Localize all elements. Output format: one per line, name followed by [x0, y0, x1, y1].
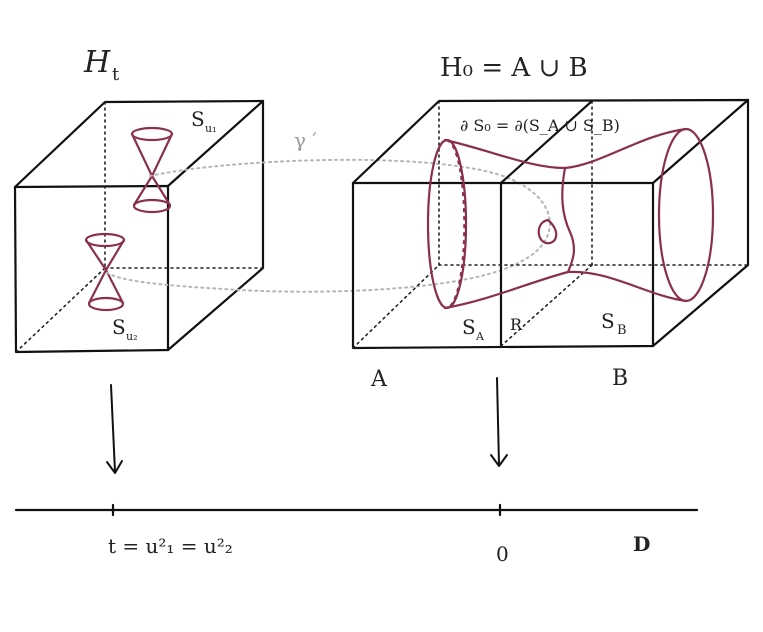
gamma-curve — [105, 158, 551, 293]
axis-label-t: t = u²₁ = u²₂ — [108, 534, 233, 558]
label-S-u2: S — [112, 315, 126, 339]
label-S-u1: S — [191, 107, 205, 131]
label-A: A — [370, 367, 388, 392]
light-cone-lower — [84, 232, 126, 312]
label-S-u2-sub: u₂ — [126, 330, 138, 343]
arrow-left — [106, 384, 123, 474]
label-SA: S — [462, 315, 476, 339]
gamma-label: γ ′ — [294, 128, 317, 152]
label-SB-sub: B — [617, 323, 627, 338]
left-title-sub: t — [112, 64, 120, 85]
axis-label-zero: 0 — [496, 542, 509, 566]
surface-SA-SB — [426, 127, 715, 310]
axis-label-D: D — [633, 532, 650, 556]
label-S-u1-sub: u₁ — [205, 122, 217, 135]
light-cone-upper — [130, 126, 174, 214]
label-R: R — [510, 315, 523, 334]
label-SB: S — [601, 309, 615, 333]
label-B: B — [612, 366, 628, 391]
left-title: H — [83, 45, 111, 80]
boundary-formula: ∂ S₀ = ∂(S_A ∪ S_B) — [460, 116, 620, 135]
label-SA-sub: A — [475, 330, 485, 343]
left-cube — [13, 99, 265, 354]
right-title: H₀ = A ∪ B — [440, 53, 588, 83]
arrow-right — [490, 377, 508, 467]
